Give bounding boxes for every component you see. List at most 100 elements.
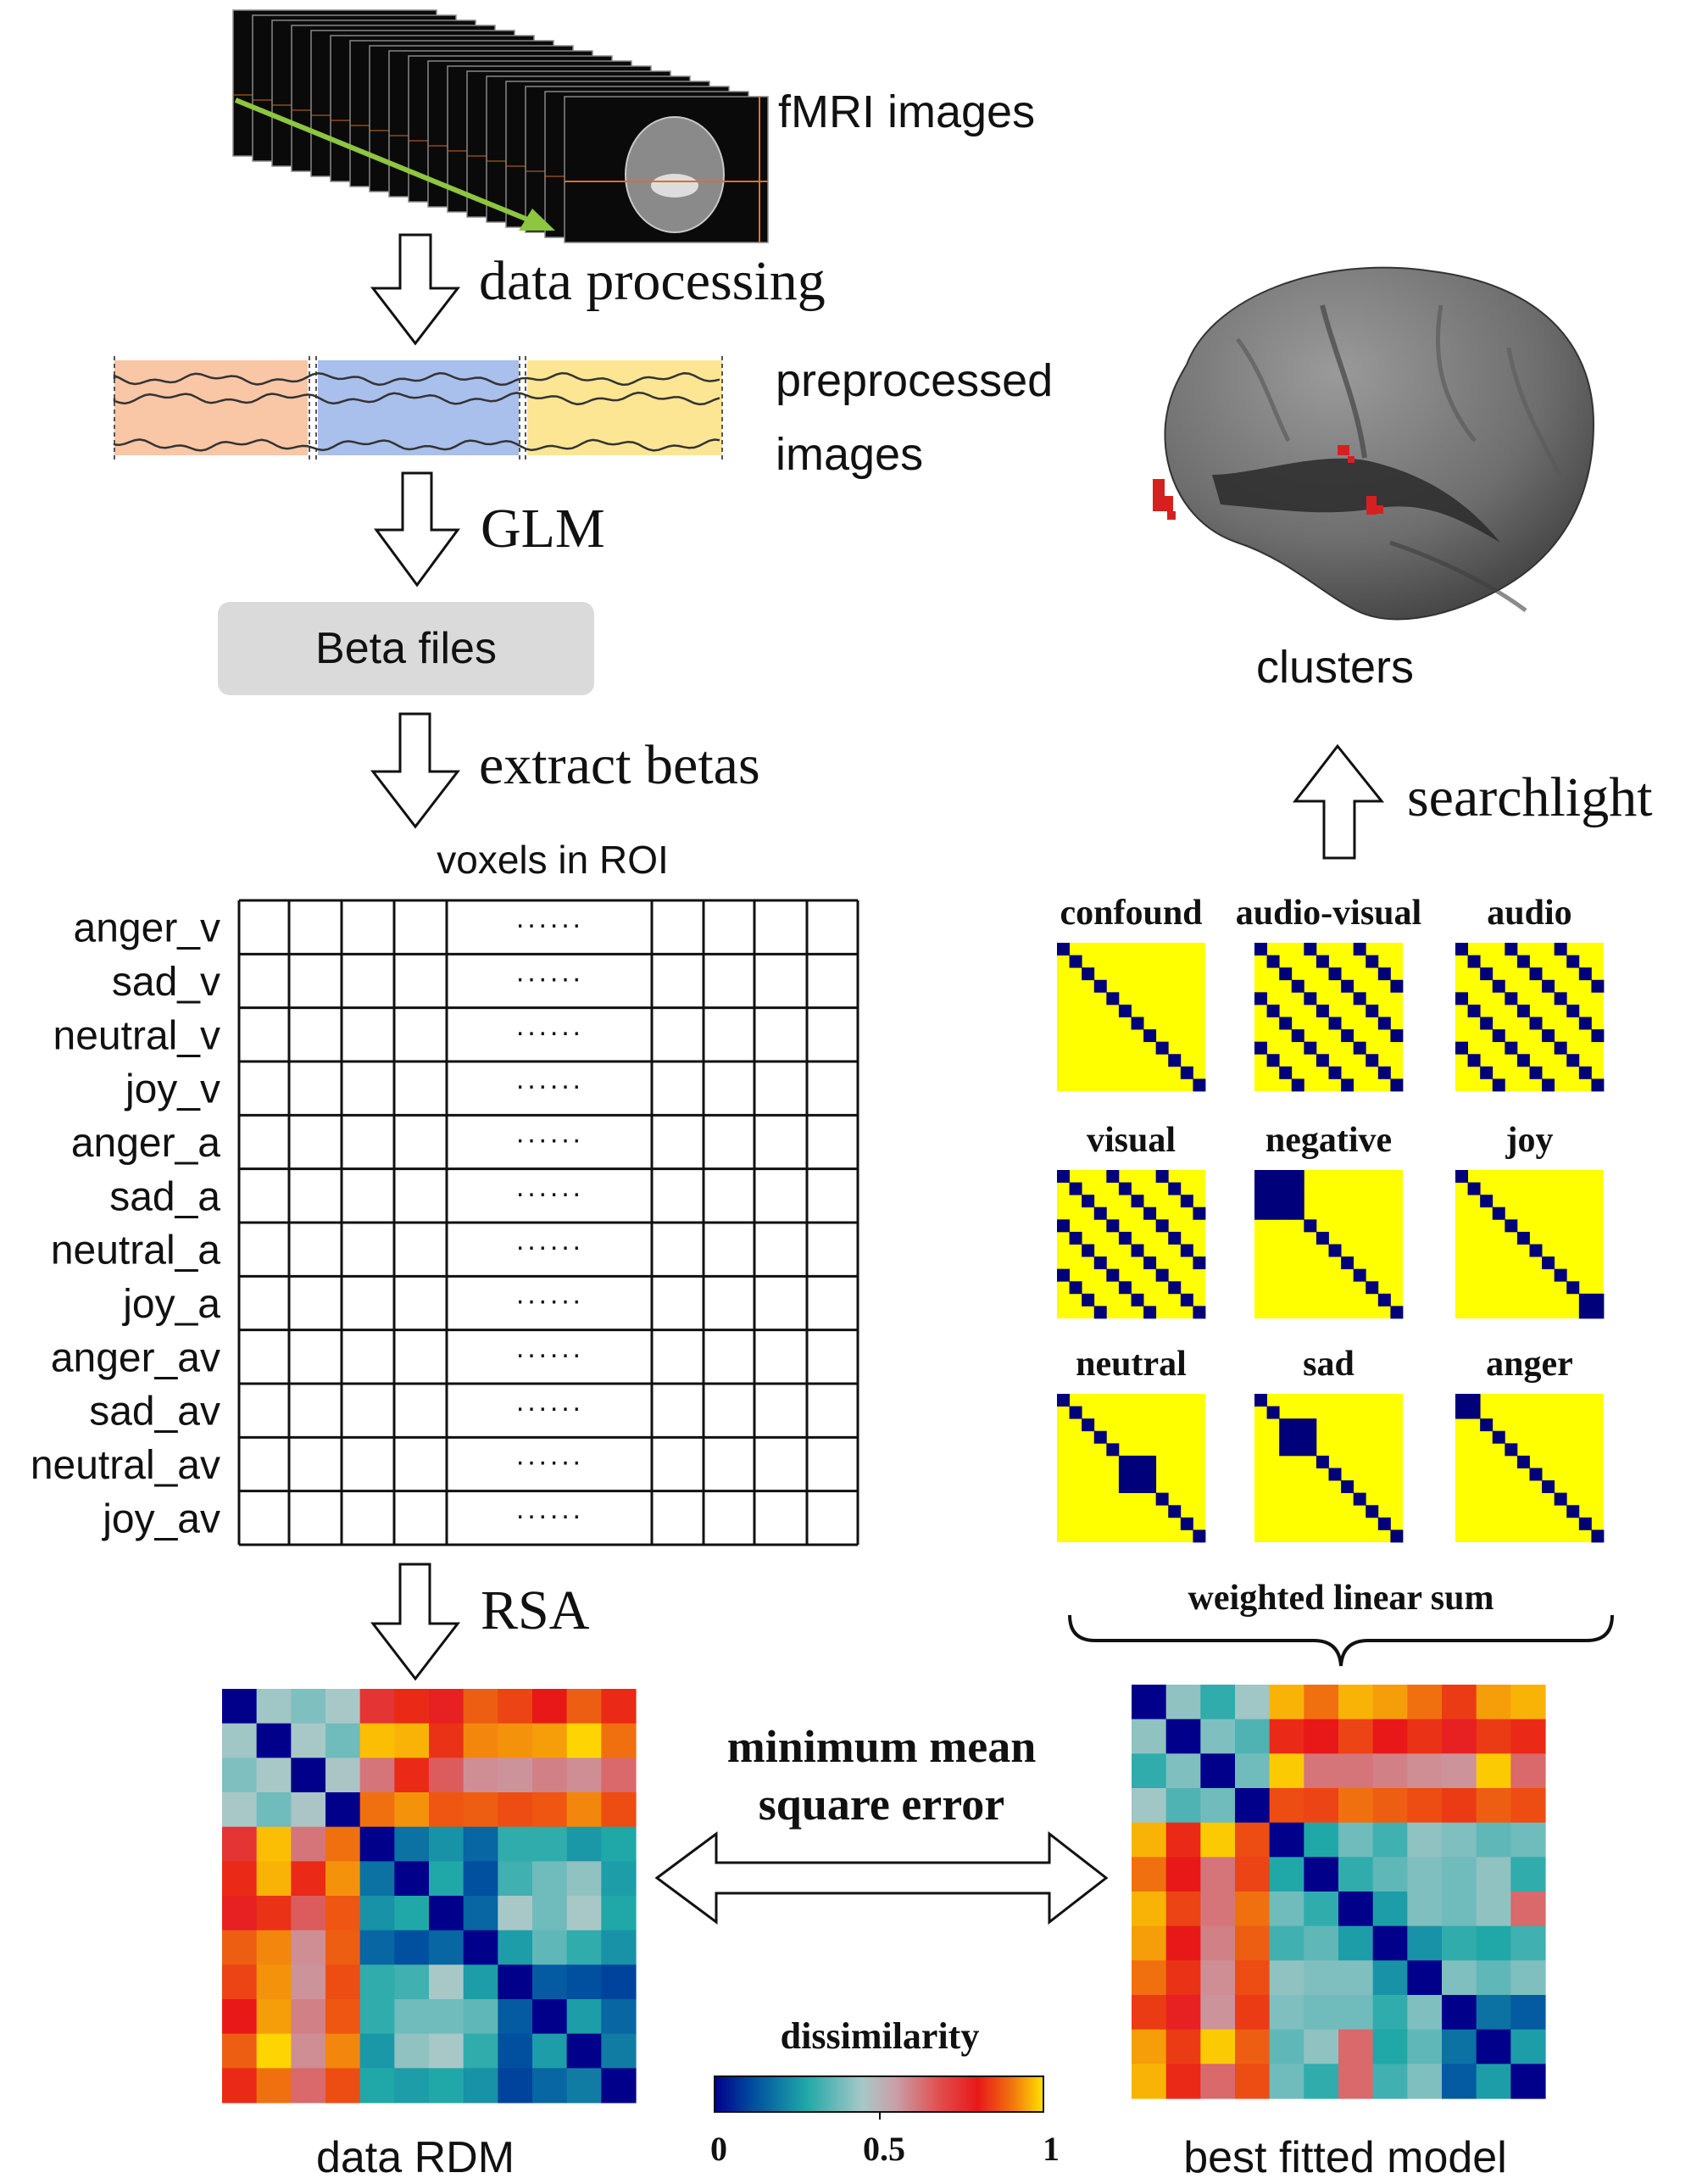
rdm-cell: [222, 2033, 258, 2069]
rdm-cell: [222, 1758, 258, 1793]
condition-label: sad_av: [89, 1390, 220, 1435]
model-cell: [1118, 1281, 1132, 1295]
model-cell: [1353, 1041, 1366, 1055]
model-cell: [1254, 1182, 1267, 1195]
model-cell: [1353, 1268, 1366, 1282]
model-cell: [1554, 1492, 1567, 1506]
rdm-cell: [1269, 1719, 1304, 1754]
voxel-condition-grid: ········································…: [237, 899, 859, 1546]
rdm-cell: [1510, 1925, 1546, 1961]
model-cell: [1480, 1195, 1494, 1208]
rdm-cell: [291, 1689, 326, 1724]
rdm-cell: [1510, 1857, 1546, 1892]
preprocessed-timeseries: [113, 356, 723, 460]
model-cell: [1093, 979, 1107, 993]
rdm-cell: [256, 2068, 292, 2103]
rdm-cell: [1269, 1857, 1304, 1892]
rdm-cell: [291, 1999, 326, 2035]
rdm-cell: [291, 1826, 326, 1862]
model-cell: [1304, 1430, 1317, 1444]
rdm-cell: [1200, 1685, 1236, 1720]
model-cell: [1093, 1256, 1107, 1270]
rdm-cell: [601, 1861, 637, 1897]
model-cell: [1480, 1017, 1494, 1030]
rdm-cell: [498, 2068, 533, 2103]
rdm-cell: [601, 1999, 637, 2035]
rdm-cell: [1132, 1719, 1167, 1754]
model-cell: [1542, 1078, 1555, 1092]
rdm-cell: [256, 1861, 292, 1897]
rdm-cell: [291, 1930, 326, 1965]
model-cell: [1093, 1206, 1107, 1220]
condition-label: neutral_a: [51, 1228, 220, 1273]
rdm-cell: [429, 1758, 464, 1793]
model-cell: [1291, 1443, 1304, 1457]
model-cell: [1390, 1306, 1404, 1319]
rdm-cell: [1165, 2064, 1201, 2099]
model-cell: [1542, 979, 1555, 993]
rdm-cell: [532, 1930, 568, 1965]
model-cell: [1193, 1306, 1206, 1319]
model-cell: [1069, 1406, 1082, 1419]
rdm-cell: [1269, 1925, 1304, 1961]
rdm-cell: [1338, 2064, 1374, 2099]
ellipsis: ······: [515, 1177, 583, 1209]
weighted-sum-label: weighted linear sum: [1188, 1579, 1494, 1618]
model-cell: [1266, 1170, 1280, 1183]
model-cell: [1291, 1206, 1304, 1220]
rdm-cell: [256, 1689, 292, 1724]
model-cell: [1093, 1306, 1107, 1319]
time-arrow-line: [234, 98, 536, 225]
model-cell: [1131, 1017, 1144, 1030]
model-cell: [1279, 1206, 1293, 1220]
rdm-cell: [1132, 1892, 1167, 1927]
model-cell: [1254, 1206, 1267, 1220]
model-cell: [1118, 1455, 1132, 1468]
rdm-cell: [359, 1723, 395, 1758]
model-cell: [1341, 1029, 1354, 1043]
model-cell: [1542, 1029, 1555, 1043]
model-cell: [1193, 1529, 1206, 1543]
ellipsis: ······: [515, 1338, 583, 1370]
model-cell: [1505, 1443, 1518, 1457]
model-cell: [1578, 1517, 1592, 1530]
rdm-cell: [256, 1723, 292, 1758]
model-cell: [1143, 1029, 1157, 1043]
model-cell: [1057, 943, 1070, 956]
rdm-cell: [1372, 1719, 1408, 1754]
rdm-cell: [1338, 1822, 1374, 1858]
rdm-cell: [325, 1723, 361, 1758]
model-cell: [1143, 1306, 1157, 1319]
model-cell: [1578, 1066, 1592, 1079]
model-cell: [1193, 1206, 1206, 1220]
mmse-label-line2: square error: [759, 1779, 1004, 1830]
model-cell: [1168, 1231, 1182, 1245]
rdm-cell: [1510, 1960, 1546, 1996]
rdm-cell: [1476, 1753, 1511, 1789]
rdm-cell: [1235, 1685, 1271, 1720]
model-cell: [1057, 1219, 1070, 1233]
rdm-cell: [359, 1689, 395, 1724]
rdm-cell: [601, 1896, 637, 1931]
rdm-cell: [291, 1792, 326, 1828]
model-cell: [1131, 1244, 1144, 1257]
rdm-cell: [325, 2068, 361, 2103]
rdm-cell: [256, 1758, 292, 1793]
rdm-cell: [325, 1861, 361, 1897]
rdm-cell: [325, 1964, 361, 2000]
condition-labels: anger_vsad_vneutral_vjoy_vanger_asad_ane…: [31, 906, 220, 1542]
rdm-cell: [601, 1826, 637, 1862]
rdm-cell: [325, 1826, 361, 1862]
rdm-cell: [1407, 2029, 1443, 2064]
rdm-cell: [1338, 1892, 1374, 1927]
model-cell: [1529, 967, 1543, 981]
rdm-cell: [429, 1930, 464, 1965]
rdm-cell: [601, 2033, 637, 2069]
colorbar: [714, 2075, 1044, 2113]
model-cell: [1492, 1078, 1505, 1092]
condition-label: joy_v: [124, 1067, 220, 1112]
data-rdm-matrix: [222, 1689, 637, 2103]
model-cell: [1341, 1480, 1354, 1494]
model-cell: [1328, 1066, 1342, 1079]
rdm-cell: [463, 1723, 498, 1758]
